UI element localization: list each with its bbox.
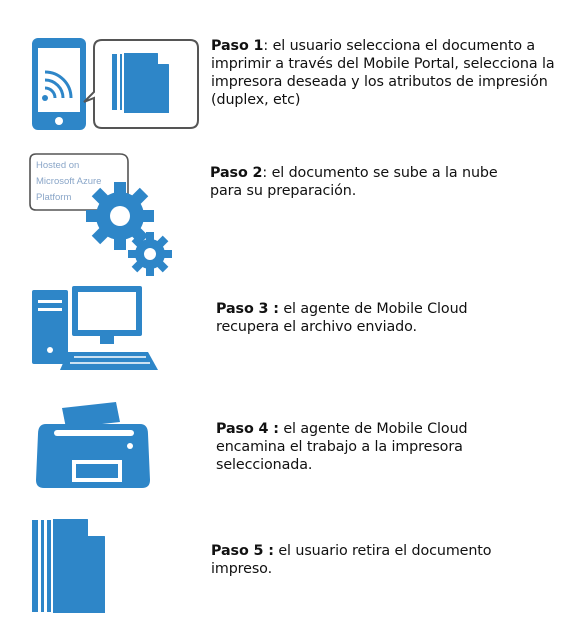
step-4-description: el agente de Mobile Cloud encamina el tr… xyxy=(216,421,468,473)
step-3-text: Paso 3 : el agente de Mobile Cloud recup… xyxy=(216,300,486,336)
step-2-description: : el documento se sube a la nube para su… xyxy=(210,165,498,199)
badge-line-3: Platform xyxy=(36,192,71,203)
cloud-gears-icon: Hosted on Microsoft Azure Platform xyxy=(29,153,172,276)
computer-icon xyxy=(32,286,158,370)
step-1-description: : el usuario selecciona el documento a i… xyxy=(211,38,555,108)
badge-line-2: Microsoft Azure xyxy=(36,176,101,187)
step-1-label: Paso 1 xyxy=(211,38,264,54)
badge-line-1: Hosted on xyxy=(36,160,79,171)
step-5-description: el usuario retira el documento impreso. xyxy=(211,543,492,577)
step-5-text: Paso 5 : el usuario retira el documento … xyxy=(211,542,501,578)
step-2-text: Paso 2: el documento se sube a la nube p… xyxy=(210,164,520,200)
step-1-text: Paso 1: el usuario selecciona el documen… xyxy=(211,37,581,109)
step-5-label: Paso 5 : xyxy=(211,543,274,559)
phone-send-document-icon xyxy=(32,38,199,130)
step-3-description: el agente de Mobile Cloud recupera el ar… xyxy=(216,301,468,335)
step-3-label: Paso 3 : xyxy=(216,301,279,317)
step-4-text: Paso 4 : el agente de Mobile Cloud encam… xyxy=(216,420,486,474)
printer-icon xyxy=(36,402,150,488)
step-4-label: Paso 4 : xyxy=(216,421,279,437)
step-2-label: Paso 2 xyxy=(210,165,263,181)
documents-icon xyxy=(32,517,107,615)
